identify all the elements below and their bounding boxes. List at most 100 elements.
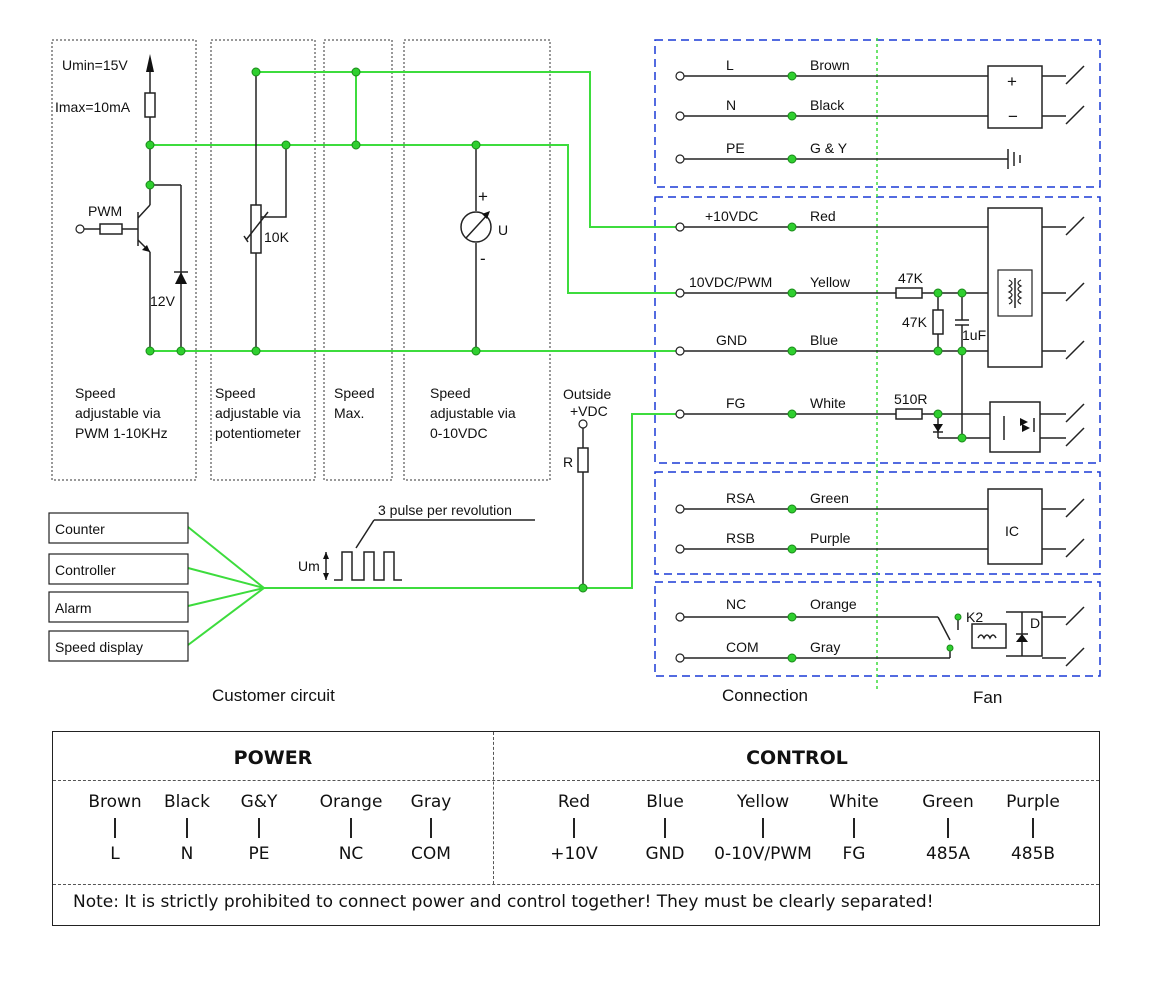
control-wire-blue: Blue GND: [620, 792, 710, 864]
vdc-caption-1: Speed: [430, 385, 470, 401]
speed-display-label: Speed display: [55, 639, 143, 655]
fg-diode-icon: [933, 424, 943, 432]
wire-color: Yellow: [736, 792, 790, 812]
control-wire-red: Red +10V: [529, 792, 619, 864]
power-title: POWER: [233, 747, 313, 769]
connector-bar: [762, 818, 764, 838]
ic-box: [987, 488, 1043, 565]
junction-dot: [933, 288, 943, 298]
pot-caption-3: potentiometer: [215, 425, 301, 441]
signal-fg: FG: [726, 395, 745, 411]
resistor-47k-shunt: [932, 309, 944, 335]
vdc-caption-3: 0-10VDC: [430, 425, 488, 441]
wire-color: Purple: [1006, 792, 1060, 812]
um-arrow-down-icon: [323, 573, 329, 580]
pwm-caption-3: PWM 1-10KHz: [75, 425, 168, 441]
signal-plus10vdc: +10VDC: [705, 208, 758, 224]
r47k-series-label: 47K: [898, 270, 924, 286]
rectifier-box: [987, 65, 1043, 129]
power-wire-gray: Gray COM: [386, 792, 476, 864]
control-wire-yellow: Yellow 0-10V/PWM: [708, 792, 818, 864]
signal-com: COM: [726, 639, 759, 655]
color-orange: Orange: [810, 596, 857, 612]
connector-bar: [573, 818, 575, 838]
pwm-caption-2: adjustable via: [75, 405, 161, 421]
junction-dot: [351, 140, 361, 150]
pot-arrow-tick: [243, 235, 249, 243]
green-wires: [150, 71, 680, 646]
wire-function: 485B: [1010, 844, 1056, 864]
alarm-box: [48, 591, 189, 623]
wire-function: FG: [842, 844, 866, 864]
break-yellow: [1065, 282, 1085, 302]
fan-control-block: 47K 47K 1uF: [895, 207, 1085, 438]
diode-label: D: [1030, 615, 1040, 631]
junction-dot: [954, 613, 962, 621]
wire-color: Gray: [410, 792, 452, 812]
junction-dot: [787, 544, 797, 554]
resistor-510r: [895, 408, 923, 420]
wire-counter: [187, 526, 265, 589]
wire-fg: [264, 413, 680, 589]
junction-dot: [787, 409, 797, 419]
fan-relay-block: K2 D: [937, 606, 1085, 667]
control-wire-green: Green 485A: [903, 792, 993, 864]
transistor-collector: [137, 204, 151, 219]
coil-left: [1007, 279, 1013, 305]
break-blue: [1065, 340, 1085, 360]
connector-bar: [114, 818, 116, 838]
junction-dot: [787, 154, 797, 164]
alarm-label: Alarm: [55, 600, 92, 616]
fan-fg-block: 510R: [894, 391, 1085, 453]
junction-dot: [145, 346, 155, 356]
customer-section-frames: [51, 39, 551, 481]
emitter-arrow-icon: [142, 245, 150, 252]
opto-led-icon-2: [1022, 424, 1030, 432]
junction-dot: [787, 612, 797, 622]
wire-function: PE: [248, 844, 270, 864]
junction-dot: [471, 346, 481, 356]
imax-label: Imax=10mA: [55, 99, 131, 115]
pwm-circuit: Umin=15V Imax=10mA PWM 12V: [55, 54, 188, 351]
power-wire-brown: Brown L: [70, 792, 160, 864]
pwm-input-terminal: [75, 224, 85, 234]
color-white: White: [810, 395, 846, 411]
junction-dot: [787, 111, 797, 121]
break-l: [1065, 65, 1085, 85]
wire-color: Green: [922, 792, 974, 812]
power-control-divider: [493, 732, 494, 884]
fan-power-block: + −: [987, 65, 1085, 169]
junction-dot: [251, 67, 261, 77]
meter-needle: [465, 213, 489, 239]
pot-caption-1: Speed: [215, 385, 255, 401]
meter-minus: -: [480, 249, 486, 268]
pulse-leader: [355, 519, 375, 549]
wire-color: Black: [164, 792, 210, 812]
connection-lines: [680, 75, 1008, 659]
color-gray: Gray: [810, 639, 840, 655]
wire-function: COM: [411, 844, 451, 864]
terminal-red: [675, 222, 685, 232]
wire-color: Red: [557, 792, 591, 812]
controller-box: [48, 553, 189, 585]
wire-color: Blue: [646, 792, 684, 812]
power-wire-orange: Orange NC: [306, 792, 396, 864]
wire-color: White: [829, 792, 879, 812]
speed-display-box: [48, 630, 189, 662]
section-captions: Speed adjustable via PWM 1-10KHz Speed a…: [75, 385, 516, 441]
color-blue: Blue: [810, 332, 838, 348]
imax-resistor: [144, 92, 156, 118]
junction-dot: [176, 346, 186, 356]
terminal-n: [675, 111, 685, 121]
rectifier-minus: −: [1008, 107, 1018, 126]
relay-frame: [1006, 611, 1043, 657]
customer-boxes: Counter Controller Alarm Speed display: [48, 512, 189, 662]
control-title: CONTROL: [746, 747, 848, 769]
zener-label: 12V: [150, 293, 176, 309]
junction-dot: [957, 346, 967, 356]
ic-label: IC: [1005, 523, 1019, 539]
break-green: [1065, 498, 1085, 518]
max-caption-1: Speed: [334, 385, 374, 401]
fan-rs485-block: IC: [987, 488, 1085, 565]
counter-box: [48, 512, 189, 544]
